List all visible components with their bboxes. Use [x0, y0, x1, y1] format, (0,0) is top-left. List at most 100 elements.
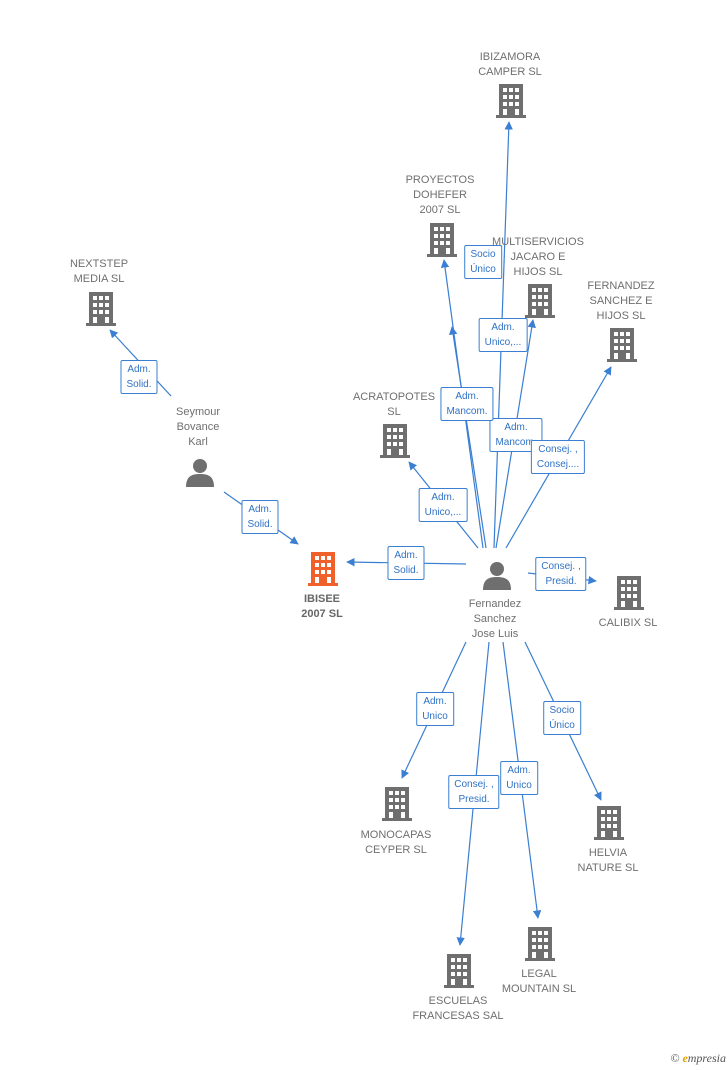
edge-label-line: Unico: [506, 780, 532, 791]
edge-label-line: Único: [470, 264, 496, 275]
node-label-line: FERNANDEZ: [587, 280, 655, 292]
person-icon-fernandez[interactable]: [483, 562, 511, 590]
edge-label-line: Solid.: [393, 565, 419, 576]
node-label-line: 2007 SL: [419, 204, 461, 216]
node-label-line: SL: [387, 406, 401, 418]
node-label-ibizamora[interactable]: IBIZAMORA CAMPER SL: [478, 50, 542, 80]
edge-label-line: Adm.: [504, 422, 528, 433]
node-label-line: IBIZAMORA: [479, 51, 541, 63]
node-label-nextstep[interactable]: NEXTSTEP MEDIA SL: [70, 257, 128, 287]
edge-label-line: Solid.: [126, 379, 152, 390]
edge-label-proyectos[interactable]: Adm. Mancom.: [440, 387, 494, 421]
edge-label-ibisee[interactable]: Adm. Solid.: [387, 546, 425, 580]
building-icon-escuelas[interactable]: [444, 954, 474, 988]
node-label-line: Bovance: [176, 421, 220, 433]
edge-label-line: Consej. ,: [538, 444, 578, 455]
node-label-line: MEDIA SL: [73, 273, 125, 285]
node-label-line: FRANCESAS SAL: [412, 1010, 504, 1022]
node-label-line: HELVIA: [588, 847, 628, 859]
node-label-ibisee[interactable]: IBISEE 2007 SL: [301, 592, 343, 622]
node-label-line: LEGAL: [521, 968, 557, 980]
node-label-line: Karl: [188, 436, 208, 448]
edge-label-line: Mancom.: [446, 406, 488, 417]
node-label-line: CAMPER SL: [478, 66, 542, 78]
edge-label-line: Adm.: [507, 765, 531, 776]
edge-label-monocapas[interactable]: Adm.Unico: [416, 692, 454, 726]
edge-label-line: Consej....: [536, 459, 580, 470]
edge-label-line: Presid.: [545, 576, 577, 587]
person-icon-seymour[interactable]: [186, 459, 214, 487]
edge-label-line: Adm.: [394, 550, 418, 561]
edge-label-ibizamora[interactable]: Adm. Unico,...: [478, 318, 528, 352]
node-label-line: HIJOS SL: [596, 310, 646, 322]
node-label-line: MONOCAPAS: [360, 829, 432, 841]
node-label-line: NEXTSTEP: [69, 258, 129, 270]
edge-label-legal[interactable]: Adm. Unico: [500, 761, 538, 795]
node-label-line: Fernandez: [468, 598, 522, 610]
edge-label-line: Consej. ,: [454, 779, 494, 790]
node-label-legal[interactable]: LEGAL MOUNTAIN SL: [502, 967, 576, 997]
node-label-line: SANCHEZ E: [589, 295, 653, 307]
edge-label-line: Presid.: [458, 794, 490, 805]
building-icon-fernandezsanchezhijos[interactable]: [607, 328, 637, 362]
edge-label-line: Único: [549, 720, 575, 731]
edge-label-acratopotes[interactable]: Adm. Unico,...: [418, 488, 468, 522]
edge-label-line: Mancom.: [495, 437, 537, 448]
node-label-line: Sanchez: [473, 613, 517, 625]
node-label-proyectos[interactable]: PROYECTOS DOHEFER 2007 SL: [406, 173, 475, 218]
building-icon-acratopotes[interactable]: [380, 424, 410, 458]
edge-label-escuelas[interactable]: Consej. , Presid.: [448, 775, 500, 809]
edge-label-calibix[interactable]: Consej. , Presid.: [535, 557, 587, 591]
edge-label-line: Unico,...: [424, 507, 462, 518]
node-label-line: Jose Luis: [471, 628, 519, 640]
edge-label-line: Solid.: [247, 519, 273, 530]
building-icon-monocapas[interactable]: [382, 787, 412, 821]
node-label-line: JACARO E: [510, 251, 566, 263]
building-icon-proyectos[interactable]: [427, 223, 457, 257]
edge-label-line: Adm.: [431, 492, 455, 503]
node-label-line: PROYECTOS: [405, 174, 475, 186]
node-label-line: NATURE SL: [577, 862, 639, 874]
edge-label-ibisee[interactable]: Adm. Solid.: [241, 500, 279, 534]
building-icon-ibisee[interactable]: [308, 552, 338, 586]
node-label-escuelas[interactable]: ESCUELAS FRANCESAS SAL: [412, 994, 503, 1024]
building-icon-ibizamora[interactable]: [496, 84, 526, 118]
node-label-line: 2007 SL: [301, 608, 343, 620]
building-icon-multiservicios[interactable]: [525, 284, 555, 318]
edge-label-line: Socio: [470, 249, 496, 260]
node-label-calibix[interactable]: CALIBIX SL: [599, 616, 658, 631]
building-icon-legal[interactable]: [525, 927, 555, 961]
empresia-logo: © empresia: [670, 1051, 726, 1065]
copyright-icon: ©: [670, 1051, 680, 1065]
node-label-line: ESCUELAS: [428, 995, 488, 1007]
building-icon-calibix[interactable]: [614, 576, 644, 610]
edge-label-line: Adm.: [127, 364, 151, 375]
edge-label-line: Socio: [549, 705, 575, 716]
node-label-line: DOHEFER: [413, 189, 467, 201]
node-label-line: Seymour: [175, 406, 221, 418]
edge-label-line: Consej. ,: [541, 561, 581, 572]
edge-label-line: Unico,...: [484, 337, 522, 348]
edge-label-nextstep[interactable]: Adm. Solid.: [120, 360, 158, 394]
edge-fernandez-to-proyectos: [448, 326, 487, 549]
node-label-line: CALIBIX SL: [598, 617, 658, 629]
edge-label-fernandezsanchezhijos[interactable]: Consej. , Consej....: [530, 440, 586, 474]
edge-label-line: Adm.: [248, 504, 272, 515]
node-label-fernandezsanchezhijos[interactable]: FERNANDEZ SANCHEZ E HIJOS SL: [587, 279, 654, 324]
node-label-line: IBISEE: [303, 593, 341, 605]
building-icon-nextstep[interactable]: [86, 292, 116, 326]
building-icon-helvia[interactable]: [594, 806, 624, 840]
node-label-line: MOUNTAIN SL: [501, 983, 577, 995]
edge-label-line: Adm.: [455, 391, 479, 402]
edge-label-line: Adm.: [491, 322, 515, 333]
node-label-helvia[interactable]: HELVIA NATURE SL: [578, 846, 639, 876]
